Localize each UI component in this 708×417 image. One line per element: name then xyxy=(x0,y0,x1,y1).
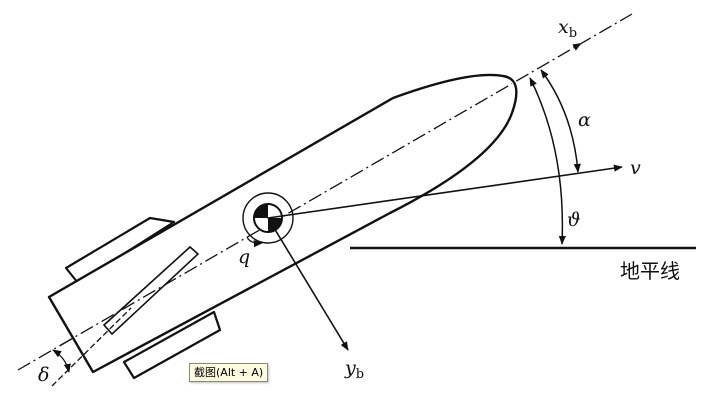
delta-arc xyxy=(52,349,71,373)
center-of-mass-outer xyxy=(242,192,294,244)
pitch-rate-label: q xyxy=(238,246,250,268)
theta-arc xyxy=(529,77,566,245)
y-axis-label: yb xyxy=(344,357,364,382)
delta-label: δ xyxy=(38,364,49,386)
pitch-rate-arc xyxy=(246,236,263,248)
body-y-axis xyxy=(267,217,349,351)
center-of-mass-fill-b xyxy=(268,218,282,232)
velocity-label: v xyxy=(630,157,641,179)
alpha-label: α xyxy=(578,109,591,131)
x-axis-label: xb xyxy=(558,16,577,41)
lower-fin xyxy=(122,310,222,380)
upper-fin xyxy=(64,216,176,285)
screenshot-tooltip: 截图(Alt + A) xyxy=(189,363,269,382)
control-surface xyxy=(102,245,200,336)
center-of-mass-fill-a xyxy=(254,204,268,218)
body-x-axis-interior xyxy=(59,83,513,347)
deflection-line xyxy=(51,307,132,387)
horizon-label: 地平线 xyxy=(620,259,680,283)
theta-label: ϑ xyxy=(567,209,581,231)
